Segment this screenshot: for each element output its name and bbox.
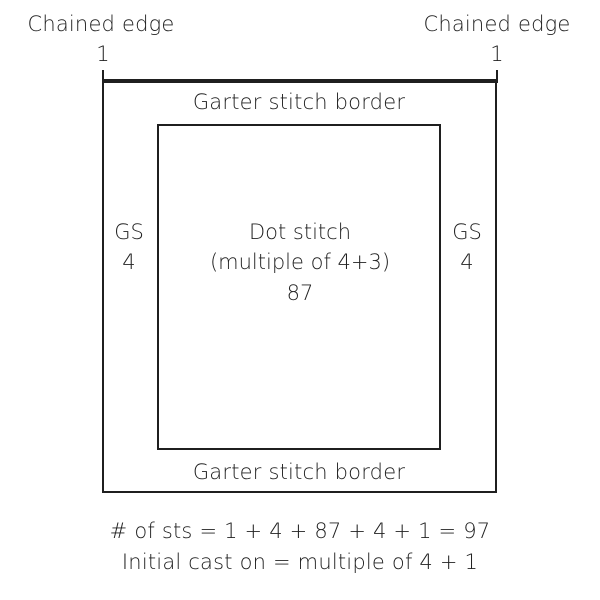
right-side-label: GS — [452, 220, 482, 244]
left-side-count: 4 — [122, 250, 136, 275]
chained-edge-right-tick — [496, 70, 498, 82]
right-side-count: 4 — [460, 250, 474, 275]
chained-edge-right-label: Chained edge — [423, 12, 571, 36]
chained-edge-right-count: 1 — [490, 42, 504, 66]
center-subtitle: (multiple of 4+3) — [209, 250, 391, 275]
chained-edge-left-label: Chained edge — [27, 12, 175, 36]
chained-edge-line — [102, 79, 498, 83]
inner-rectangle — [157, 124, 441, 450]
chained-edge-left-count: 1 — [96, 42, 110, 66]
left-side-label: GS — [114, 220, 144, 244]
bottom-border-label: Garter stitch border — [192, 460, 406, 484]
chained-edge-left-tick — [102, 70, 104, 82]
top-border-label: Garter stitch border — [192, 90, 406, 114]
footer-line-1: # of sts = 1 + 4 + 87 + 4 + 1 = 97 — [109, 519, 491, 543]
left-side-block: GS 4 — [114, 217, 144, 278]
center-block: Dot stitch (multiple of 4+3) 87 — [210, 217, 390, 308]
center-count: 87 — [286, 280, 314, 305]
center-title: Dot stitch — [248, 220, 352, 244]
right-side-block: GS 4 — [452, 217, 482, 278]
footer-line-2: Initial cast on = multiple of 4 + 1 — [121, 550, 479, 574]
